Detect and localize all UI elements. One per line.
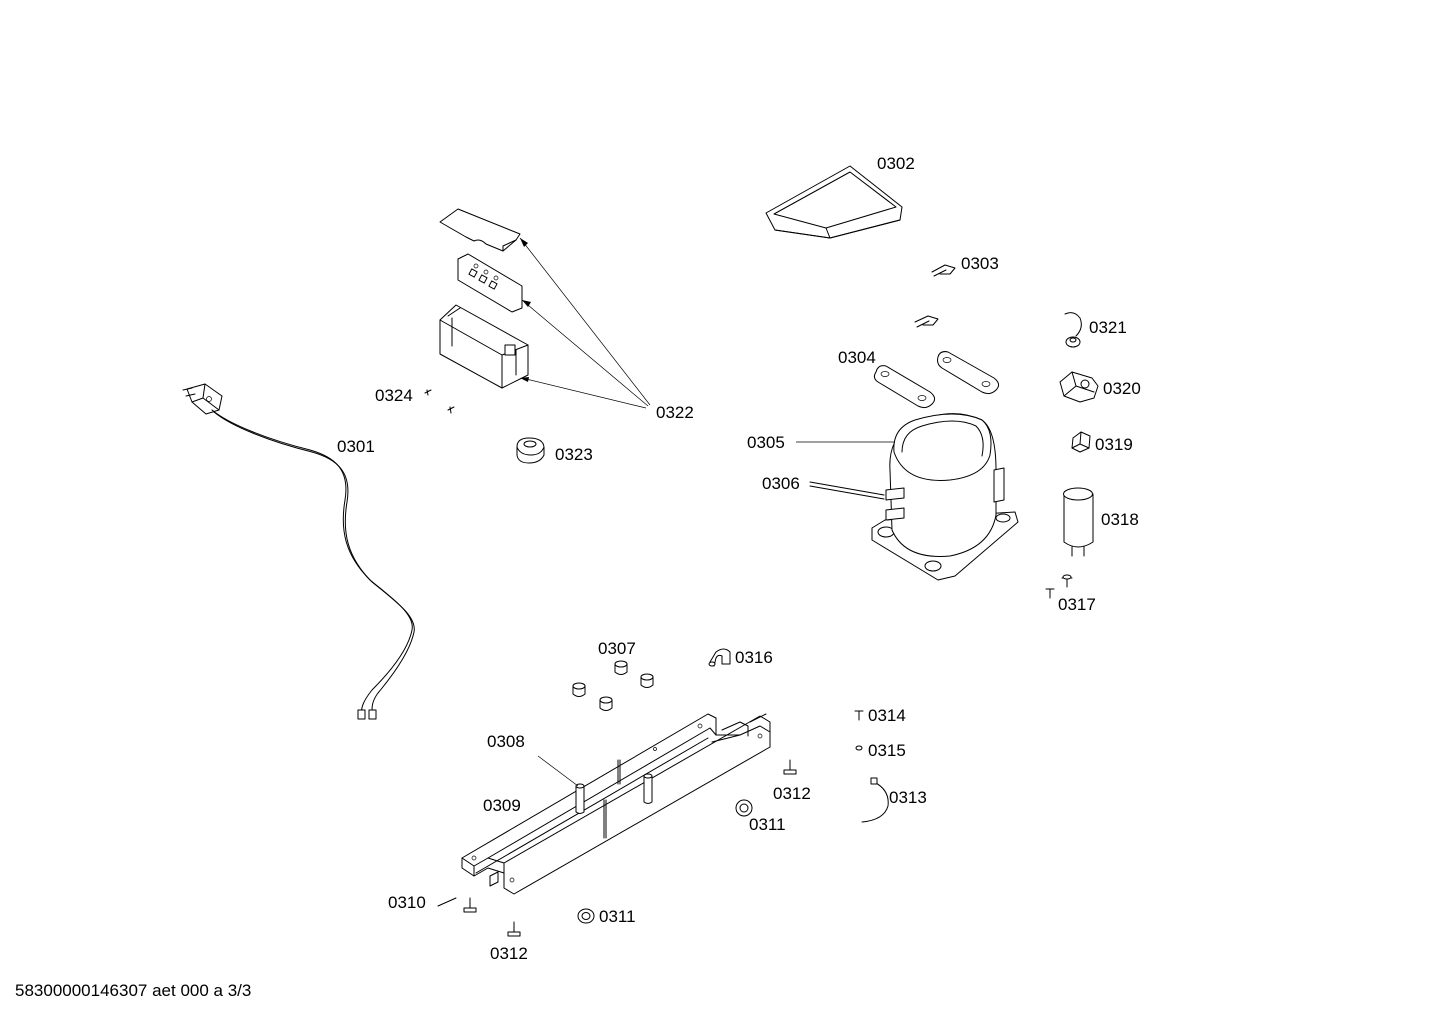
screws-part-0324 (424, 389, 455, 414)
label-0308: 0308 (487, 732, 525, 751)
label-0312-upper: 0312 (773, 784, 811, 803)
label-0305: 0305 (747, 433, 785, 452)
screws-part-0317 (1045, 574, 1073, 599)
drip-tray-part-0302 (765, 165, 903, 239)
pin-part-0310 (437, 713, 767, 907)
screw-part-0314 (854, 710, 864, 721)
studs-part-0308 (537, 755, 653, 814)
capacitor-part-0318 (1063, 487, 1094, 557)
electronics-box-part-0322 (439, 208, 651, 409)
label-0318: 0318 (1101, 510, 1139, 529)
label-0303: 0303 (961, 254, 999, 273)
nuts-part-0307 (572, 660, 654, 711)
wire-part-0313 (861, 777, 889, 823)
label-0302: 0302 (877, 154, 915, 173)
label-0321: 0321 (1089, 318, 1127, 337)
label-0301: 0301 (337, 437, 375, 456)
label-0309: 0309 (483, 796, 521, 815)
grommet-part-0311 (577, 799, 753, 924)
clamp-part-0316 (708, 648, 731, 667)
washer-part-0315 (855, 745, 863, 751)
label-0324: 0324 (375, 386, 413, 405)
label-0311-upper: 0311 (749, 815, 786, 834)
label-0307: 0307 (598, 639, 636, 658)
protector-part-0319 (1071, 431, 1091, 453)
relay-part-0320 (1059, 371, 1099, 403)
label-0310: 0310 (388, 893, 426, 912)
mounting-straps-part-0304 (873, 351, 1000, 409)
base-frame-part-0309 (461, 713, 771, 895)
label-0322: 0322 (656, 403, 694, 422)
sensor-part-0321 (1064, 312, 1082, 348)
label-0317: 0317 (1058, 595, 1096, 614)
tube-part-0306 (809, 481, 885, 500)
label-0304: 0304 (838, 348, 876, 367)
label-0315: 0315 (868, 741, 906, 760)
label-0311-lower: 0311 (599, 907, 636, 926)
clips-part-0303 (914, 264, 956, 328)
label-0312-lower: 0312 (490, 944, 528, 963)
label-0319: 0319 (1095, 435, 1133, 454)
label-0316: 0316 (735, 648, 773, 667)
label-0313: 0313 (889, 788, 927, 807)
label-0306: 0306 (762, 474, 800, 493)
compressor-part-0305 (796, 413, 1019, 581)
grommet-part-0323 (516, 437, 545, 464)
power-cord-part-0301 (182, 383, 415, 720)
document-code: 58300000146307 aet 000 a 3/3 (15, 981, 252, 1000)
label-0314: 0314 (868, 706, 906, 725)
label-0320: 0320 (1103, 379, 1141, 398)
label-0323: 0323 (555, 445, 593, 464)
screws-part-0312 (463, 759, 797, 937)
